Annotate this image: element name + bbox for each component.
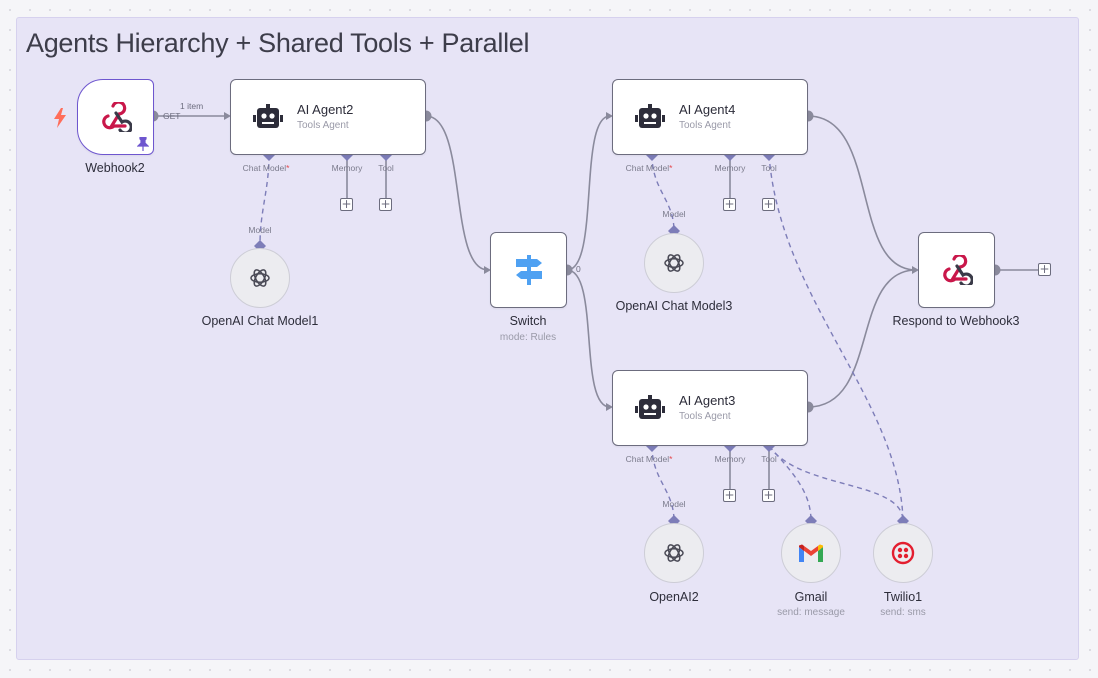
gmail-label: Gmail <box>794 590 828 604</box>
chat-model-port-label: Chat Model* <box>242 163 290 173</box>
input-arrow <box>484 266 491 274</box>
robot-icon <box>253 104 283 128</box>
edge-switch-to-agent4 <box>566 115 611 271</box>
switch-node[interactable] <box>490 232 567 308</box>
add-memory-button[interactable]: + <box>723 197 736 211</box>
tool-port-label: Tool <box>378 163 394 173</box>
model-port-label: Model <box>248 225 272 235</box>
tool-port-label: Tool <box>761 454 777 464</box>
add-next-node-button[interactable]: + <box>1038 262 1051 276</box>
memory-port-label: Memory <box>331 163 363 173</box>
add-tool-button[interactable]: + <box>379 197 392 211</box>
openai2-node[interactable] <box>644 523 704 583</box>
ai-agent2-node[interactable]: AI Agent2 Tools Agent <box>230 79 426 155</box>
twilio-icon <box>891 541 915 565</box>
respond-to-webhook3-node[interactable] <box>918 232 995 308</box>
edge-twilio-to-agent4 <box>768 154 904 522</box>
edge-agent4-to-respond <box>807 115 917 271</box>
agent-subtitle: Tools Agent <box>679 411 731 422</box>
add-memory-button[interactable]: + <box>340 197 353 211</box>
openai-chat-model3-node[interactable] <box>644 233 704 293</box>
agent-subtitle: Tools Agent <box>679 120 731 131</box>
input-arrow <box>912 266 919 274</box>
robot-icon <box>635 104 665 128</box>
edge-agent3-to-respond <box>807 269 917 408</box>
agent-title: AI Agent2 <box>297 102 354 117</box>
robot-icon <box>635 395 665 419</box>
switch-subtitle: mode: Rules <box>499 332 557 343</box>
twilio1-node[interactable] <box>873 523 933 583</box>
ai-agent3-node[interactable]: AI Agent3 Tools Agent <box>612 370 808 446</box>
add-tool-button[interactable]: + <box>762 488 775 502</box>
respond-to-webhook3-label: Respond to Webhook3 <box>892 314 1020 328</box>
agent-title: AI Agent4 <box>679 102 736 117</box>
model-port-label: Model <box>662 499 686 509</box>
memory-port-label: Memory <box>714 454 746 464</box>
twilio1-subtitle: send: sms <box>880 607 926 618</box>
memory-port-label: Memory <box>714 163 746 173</box>
edge-method-label: GET <box>163 111 181 121</box>
pin-icon <box>137 137 149 151</box>
ai-agent4-node[interactable]: AI Agent4 Tools Agent <box>612 79 808 155</box>
openai-chat-model3-label: OpenAI Chat Model3 <box>615 299 733 313</box>
chat-model-port-label: Chat Model* <box>625 454 673 464</box>
tool-port-label: Tool <box>761 163 777 173</box>
gmail-node[interactable] <box>781 523 841 583</box>
edge-model1-to-agent2 <box>259 154 270 246</box>
agent-subtitle: Tools Agent <box>297 120 349 131</box>
edge-twilio-to-agent3 <box>768 445 904 522</box>
edge-switch-to-agent3 <box>566 269 611 408</box>
switch-output-label: 0 <box>576 264 581 274</box>
twilio1-label: Twilio1 <box>883 590 923 604</box>
add-memory-button[interactable]: + <box>723 488 736 502</box>
webhook2-label: Webhook2 <box>85 161 145 175</box>
openai-icon <box>664 254 684 272</box>
gmail-icon <box>799 544 823 562</box>
gmail-subtitle: send: message <box>777 607 845 618</box>
openai2-label: OpenAI2 <box>649 590 699 604</box>
openai-chat-model1-label: OpenAI Chat Model1 <box>201 314 319 328</box>
sticky-note-title: Agents Hierarchy + Shared Tools + Parall… <box>26 28 530 58</box>
edge-item-count: 1 item <box>180 101 204 111</box>
input-arrow <box>224 112 231 120</box>
edge-agent2-to-switch <box>425 115 489 271</box>
input-arrow <box>606 403 613 411</box>
model-port-label: Model <box>662 209 686 219</box>
chat-model-port-label: Chat Model* <box>625 163 673 173</box>
add-tool-button[interactable]: + <box>762 197 775 211</box>
openai-icon <box>250 269 270 287</box>
openai-chat-model1-node[interactable] <box>230 248 290 308</box>
switch-label: Switch <box>509 314 547 328</box>
edge-model3-to-agent4 <box>651 154 675 232</box>
openai-icon <box>664 544 684 562</box>
lightning-bolt-icon <box>54 108 66 128</box>
webhook-icon <box>101 102 132 132</box>
input-arrow <box>606 112 613 120</box>
webhook-icon <box>942 255 973 285</box>
edge-openai2-to-agent3 <box>651 445 675 522</box>
switch-signpost-icon <box>515 255 542 285</box>
agent-title: AI Agent3 <box>679 393 736 408</box>
